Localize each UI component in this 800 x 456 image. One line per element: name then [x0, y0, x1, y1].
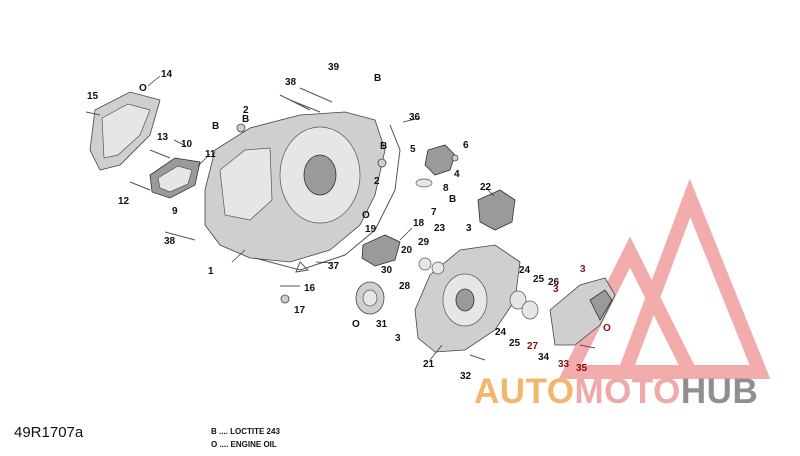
callout-5: 5	[410, 144, 416, 155]
watermark-moto: MOTO	[574, 372, 681, 411]
callout-11: 11	[205, 149, 216, 160]
callout-34: 34	[538, 352, 550, 363]
callout-29: 29	[418, 237, 430, 248]
callout-labels: 1 2 2 3 3 3 3 4 5 6 7 8 9 10 11 12 13 14…	[87, 62, 611, 382]
callout-3-a: 3	[466, 223, 472, 234]
callout-39: 39	[328, 62, 340, 73]
callout-25-a: 25	[533, 274, 545, 285]
part-housing-18	[361, 234, 401, 267]
callout-24-a: 24	[519, 265, 531, 276]
callout-13: 13	[157, 132, 169, 143]
symbol-b-3: B	[374, 73, 381, 84]
symbol-o-4: O	[603, 323, 611, 334]
symbol-b-5: B	[449, 194, 456, 205]
callout-3-c: 3	[580, 264, 586, 275]
symbol-o-1: O	[139, 83, 147, 94]
watermark-auto: AUTO	[474, 372, 575, 411]
part-gasket-36	[254, 124, 401, 271]
callout-27: 27	[527, 341, 539, 352]
callout-2-mid: 2	[374, 176, 380, 187]
part-solenoid-22	[477, 189, 516, 231]
legend: B .... LOCTITE 243 O .... ENGINE OIL	[211, 425, 280, 451]
callout-10: 10	[181, 139, 193, 150]
callout-25-b: 25	[509, 338, 521, 349]
callout-23: 23	[434, 223, 446, 234]
part-plate-34	[549, 277, 616, 346]
callout-38-top: 38	[285, 77, 297, 88]
symbol-b-4: B	[380, 141, 387, 152]
callout-19: 19	[365, 224, 377, 235]
symbol-b-2: B	[242, 114, 249, 125]
callout-31: 31	[376, 319, 388, 330]
diagram-id: 49R1707a	[14, 424, 84, 441]
part-crankcase-1	[204, 111, 386, 263]
callout-17: 17	[294, 305, 306, 316]
legend-engine-oil: O .... ENGINE OIL	[211, 440, 277, 449]
callout-3-b: 3	[395, 333, 401, 344]
symbol-o-3: O	[352, 319, 360, 330]
callout-21: 21	[423, 359, 435, 370]
callout-26: 26	[548, 277, 560, 288]
callout-18: 18	[413, 218, 425, 229]
callout-14: 14	[161, 69, 173, 80]
callout-3-d: 3	[553, 284, 559, 295]
hardware-bolts	[85, 87, 596, 361]
watermark-hub: HUB	[680, 372, 759, 411]
part-sensor-4	[424, 144, 456, 176]
leader-lines	[147, 75, 495, 361]
callout-36: 36	[409, 112, 421, 123]
callout-16: 16	[304, 283, 316, 294]
callout-22: 22	[480, 182, 492, 193]
callout-33: 33	[558, 359, 570, 370]
callout-15: 15	[87, 91, 99, 102]
symbol-o-2: O	[362, 210, 370, 221]
part-bracket-10	[149, 157, 201, 199]
watermark-text: AUTOMOTOHUB	[474, 372, 758, 412]
part-cover-14	[89, 91, 161, 171]
callout-6: 6	[463, 140, 469, 151]
callout-4: 4	[454, 169, 460, 180]
legend-loctite: B .... LOCTITE 243	[211, 427, 280, 436]
callout-30: 30	[381, 265, 393, 276]
part-rings-24	[509, 290, 539, 320]
callout-8: 8	[443, 183, 449, 194]
callout-2-top: 2	[243, 105, 249, 116]
symbol-b-1: B	[212, 121, 219, 132]
part-bearing-30	[355, 281, 385, 315]
callout-28: 28	[399, 281, 411, 292]
callout-35: 35	[576, 363, 588, 374]
callout-24-b: 24	[495, 327, 507, 338]
callout-38-left: 38	[164, 236, 176, 247]
callout-20: 20	[401, 245, 413, 256]
callout-12: 12	[118, 196, 130, 207]
callout-9: 9	[172, 206, 178, 217]
callout-1: 1	[208, 266, 214, 277]
callout-37: 37	[328, 261, 340, 272]
callout-7: 7	[431, 207, 437, 218]
callout-32: 32	[460, 371, 472, 382]
